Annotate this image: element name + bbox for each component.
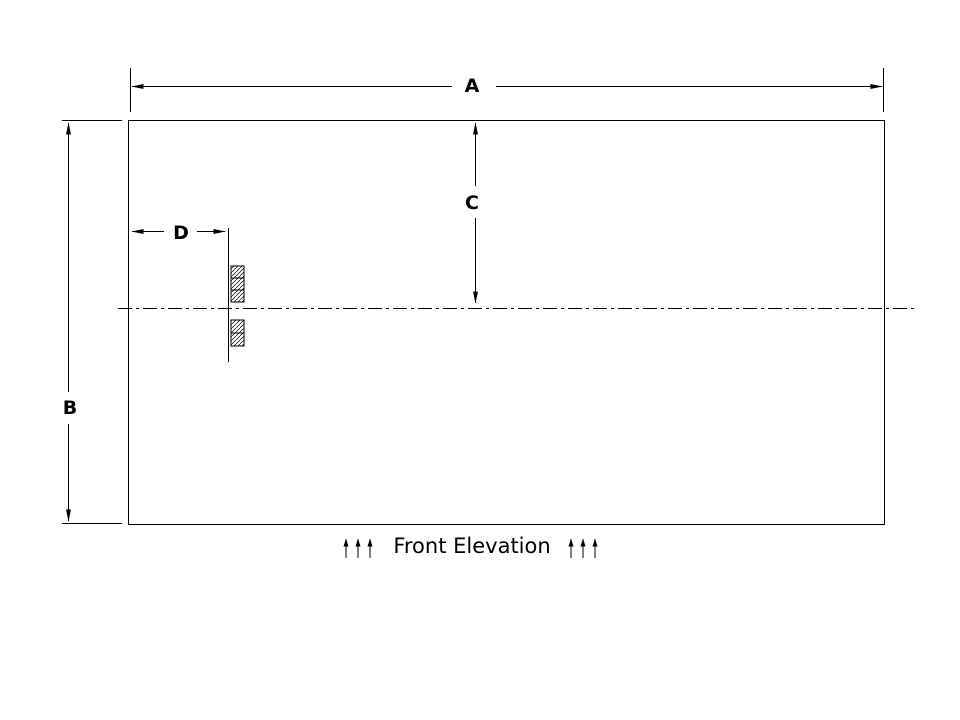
dimension-a-label: A xyxy=(465,75,480,97)
view-title: Front Elevation xyxy=(393,534,550,558)
dimension-a: A xyxy=(130,68,884,112)
dimension-b-label: B xyxy=(63,397,77,419)
dimension-b: B xyxy=(62,120,122,524)
up-arrows-left xyxy=(343,538,373,558)
fitting-detail xyxy=(228,228,245,362)
elevation-outline xyxy=(128,120,885,525)
hatched-section xyxy=(230,265,245,279)
dimension-d: D xyxy=(131,222,226,244)
view-title-block: Front Elevation xyxy=(343,534,598,558)
hatched-section xyxy=(230,332,245,347)
dimension-c-label: C xyxy=(465,192,479,214)
hatched-section xyxy=(230,319,245,334)
hatched-section xyxy=(230,277,245,291)
dimension-d-label: D xyxy=(173,222,189,244)
up-arrows-right xyxy=(568,538,598,558)
hatched-section xyxy=(230,289,245,303)
dimension-c: C xyxy=(465,122,479,304)
